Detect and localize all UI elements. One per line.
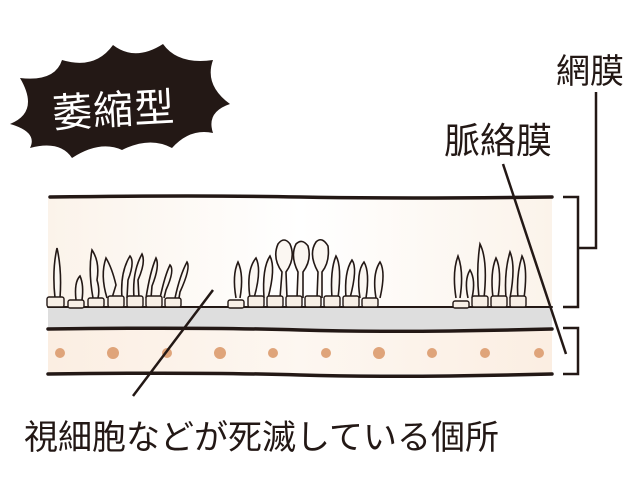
- retina-leader-line: [578, 92, 598, 250]
- photoreceptor-group-3: [452, 241, 527, 309]
- atrophic-type-badge: [10, 44, 230, 158]
- choroid-dots: [55, 347, 544, 359]
- retina-label: 網膜: [556, 52, 624, 92]
- retina-bracket: [563, 195, 580, 309]
- photoreceptor-group-2: [227, 238, 384, 309]
- atrophic-type-title: 萎縮型: [51, 84, 177, 138]
- choroid-layer: [48, 330, 552, 374]
- choroid-bracket: [563, 326, 580, 376]
- choroid-bottom-line: [46, 371, 554, 379]
- choroid-label: 脈絡膜: [444, 121, 553, 162]
- rpe-band: [48, 308, 552, 329]
- photoreceptor-group-1: [46, 247, 189, 309]
- burst-shape: [10, 44, 230, 158]
- caption-pointer-line: [132, 289, 214, 397]
- choroid-top-line: [46, 326, 554, 334]
- dead-cells-caption: 視細胞などが死滅している個所: [24, 418, 499, 458]
- retina-top-line: [48, 194, 554, 200]
- choroid-leader-line: [501, 163, 568, 355]
